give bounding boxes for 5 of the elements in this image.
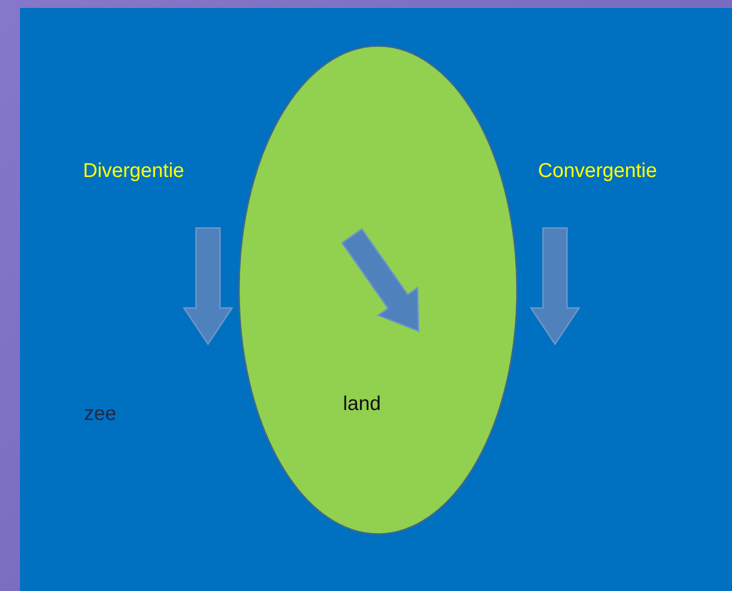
process-label: Divergentie (83, 160, 184, 183)
area-label: zee (84, 403, 116, 426)
process-label: Convergentie (538, 160, 657, 183)
sea-area (20, 8, 732, 591)
region-label: land (343, 393, 381, 416)
